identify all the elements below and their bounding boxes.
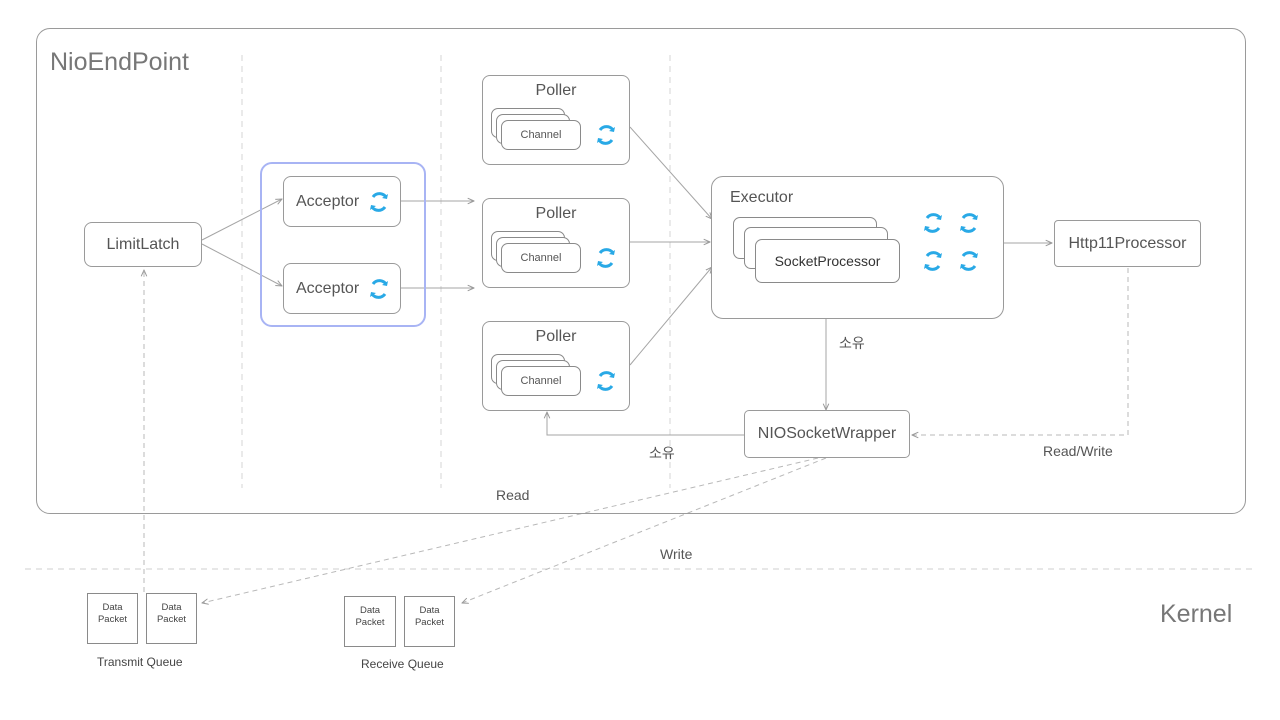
channel-node-3: Channel	[501, 366, 581, 396]
channel-label-1: Channel	[520, 129, 562, 141]
own-label-executor: 소유	[839, 335, 865, 351]
http11-processor-node: Http11Processor	[1054, 220, 1201, 267]
poller-node-1: Poller Channel	[482, 75, 630, 165]
channel-node-1: Channel	[501, 120, 581, 150]
http11-processor-label: Http11Processor	[1068, 234, 1187, 252]
acceptor-label-2: Acceptor	[296, 280, 360, 297]
acceptor-node-1: Acceptor	[283, 176, 401, 227]
executor-node: Executor SocketProcessor	[711, 176, 1004, 319]
acceptor-node-2: Acceptor	[283, 263, 401, 314]
cycle-icon	[597, 371, 615, 391]
poller-node-3: Poller Channel	[482, 321, 630, 411]
limit-latch-node: LimitLatch	[84, 222, 202, 267]
poller-title-1: Poller	[535, 82, 577, 99]
acceptor-label-1: Acceptor	[296, 193, 360, 210]
receive-queue-label: Receive Queue	[361, 657, 444, 671]
socket-processor-label: SocketProcessor	[774, 253, 881, 269]
nio-socket-wrapper-label: NIOSocketWrapper	[757, 425, 897, 442]
own-label-poller: 소유	[649, 445, 675, 461]
acceptor-group	[260, 162, 426, 327]
executor-title: Executor	[730, 189, 794, 206]
cycle-icon	[597, 248, 615, 268]
cycle-icon	[924, 251, 942, 271]
cycle-icon	[370, 279, 388, 299]
poller-title-3: Poller	[535, 328, 577, 345]
cycle-icon	[370, 192, 388, 212]
read-label: Read	[496, 487, 530, 503]
endpoint-title: NioEndPoint	[50, 48, 189, 76]
nio-endpoint-container	[36, 28, 1246, 514]
channel-node-2: Channel	[501, 243, 581, 273]
cycle-icon	[960, 213, 978, 233]
write-label: Write	[660, 546, 693, 562]
poller-title-2: Poller	[535, 205, 577, 222]
channel-label-3: Channel	[520, 375, 562, 387]
transmit-queue-label: Transmit Queue	[97, 655, 183, 669]
cycle-icon	[960, 251, 978, 271]
read-write-label: Read/Write	[1043, 443, 1113, 459]
poller-node-2: Poller Channel	[482, 198, 630, 288]
kernel-title: Kernel	[1160, 600, 1233, 628]
socket-processor-node: SocketProcessor	[755, 239, 900, 283]
limit-latch-label: LimitLatch	[106, 235, 180, 253]
cycle-icon	[924, 213, 942, 233]
channel-label-2: Channel	[520, 252, 562, 264]
cycle-icon	[597, 125, 615, 145]
nio-socket-wrapper-node: NIOSocketWrapper	[744, 410, 910, 458]
